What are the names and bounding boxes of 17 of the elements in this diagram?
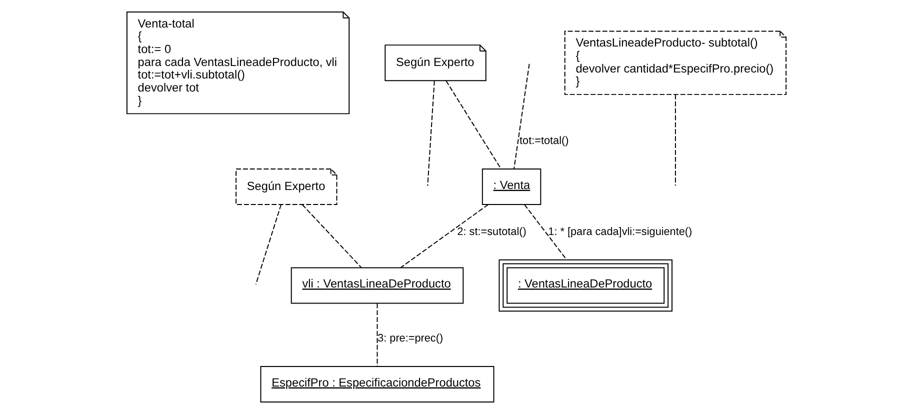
connector xyxy=(674,94,676,186)
connector xyxy=(523,204,566,260)
edge-label: tot:=total() xyxy=(519,135,568,148)
edge-label: 1: * [para cada]vli:=siguiente() xyxy=(548,226,692,238)
connector xyxy=(254,204,282,285)
edge-label: 3: pre:=prec() xyxy=(377,332,443,345)
node-box: : VentasLineaDeProducto xyxy=(498,259,672,312)
connector xyxy=(376,302,378,367)
edge-label: 2: st:=sutotal() xyxy=(456,226,526,238)
connector xyxy=(301,204,362,268)
node-box: : Venta xyxy=(481,168,541,206)
connector xyxy=(445,80,502,170)
node-box: vli : VentasLineaDeProducto xyxy=(290,267,464,304)
node-box: EspecifPro : EspecificaciondeProductos xyxy=(260,366,494,402)
connector xyxy=(400,204,488,268)
connector xyxy=(513,63,530,170)
connector xyxy=(426,80,434,186)
